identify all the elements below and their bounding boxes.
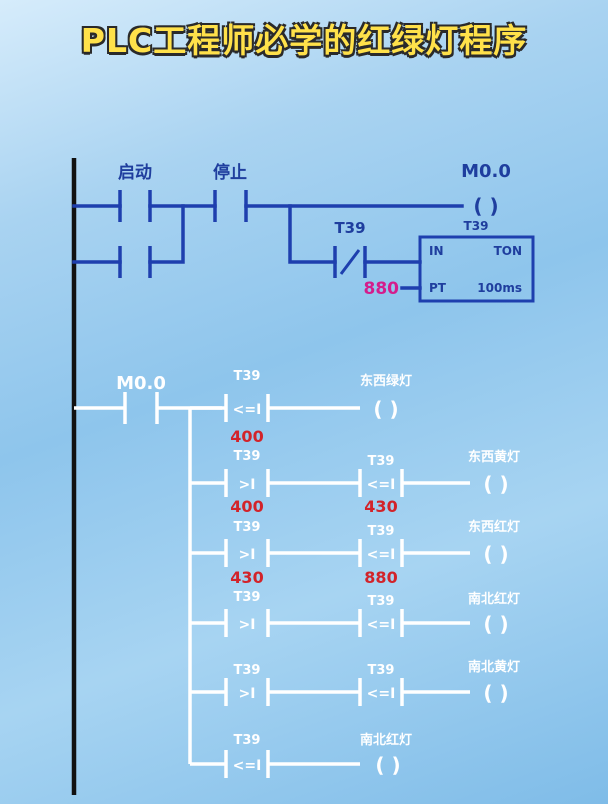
t39-contact-label: T39 <box>334 219 365 237</box>
latch-contact <box>118 246 152 278</box>
start-label: 启动 <box>118 162 152 183</box>
compare-op: <=I <box>233 402 262 418</box>
coil-label: 南北黄灯 <box>468 659 520 675</box>
timer-in-label: IN <box>429 244 444 258</box>
compare-contact-label: T39 <box>234 733 261 748</box>
branch-row: T39 <=I 400 东西绿灯 ( ) <box>190 369 412 446</box>
m00-contact-label: M0.0 <box>116 373 166 394</box>
output-coil: ( ) <box>483 612 508 636</box>
ton-timer-block <box>418 235 535 303</box>
compare-contact-label: T39 <box>368 594 395 609</box>
compare-op: >I <box>239 617 256 633</box>
rung-2: M0.0 T39 <=I 400 东西绿灯 ( ) <box>74 369 520 778</box>
compare-op: <=I <box>367 617 396 633</box>
compare-contact-label: T39 <box>234 590 261 605</box>
coil-m00: ( ) <box>473 194 498 218</box>
compare-contact-label: T39 <box>234 369 261 384</box>
output-coil: ( ) <box>373 397 398 421</box>
compare-contact-label: T39 <box>368 663 395 678</box>
coil-label: 东西绿灯 <box>360 373 412 389</box>
compare-op: >I <box>239 686 256 702</box>
compare-op: <=I <box>367 686 396 702</box>
output-coil: ( ) <box>483 542 508 566</box>
coil-label: 东西红灯 <box>468 519 520 535</box>
rung-1: 启动 停止 M0.0 ( ) T39 <box>72 161 535 303</box>
timer-type-label: TON <box>494 244 522 258</box>
branch-row: T39 >I T39 <=I 南北黄灯 ( ) <box>190 659 520 706</box>
branch-row: T39 >I 430 T39 <=I 880 东西红灯 ( ) <box>190 519 520 587</box>
branch-row: T39 <=I 南北红灯 ( ) <box>190 732 412 778</box>
branch-row: T39 >I T39 <=I 南北红灯 ( ) <box>190 590 520 637</box>
page-title: PLC工程师必学的红绿灯程序 <box>80 21 528 60</box>
timer-preset-value: 880 <box>364 279 400 299</box>
compare-value: 430 <box>364 497 397 516</box>
timer-pt-label: PT <box>429 281 447 295</box>
output-coil: ( ) <box>483 681 508 705</box>
timer-resolution: 100ms <box>477 281 522 295</box>
coil-label: 南北红灯 <box>360 732 412 748</box>
compare-op: >I <box>239 547 256 563</box>
compare-contact-label: T39 <box>368 524 395 539</box>
t39-nc-contact <box>333 246 367 278</box>
compare-op: <=I <box>367 547 396 563</box>
coil-label: 东西黄灯 <box>468 449 520 465</box>
latch-branch-wire <box>72 204 185 264</box>
stop-contact <box>213 190 248 222</box>
output-coil: ( ) <box>375 753 400 777</box>
coil-label: 南北红灯 <box>468 591 520 607</box>
timer-name: T39 <box>464 219 489 233</box>
branch-row: T39 >I 400 T39 <=I 430 东西黄灯 ( ) <box>190 449 520 516</box>
compare-op: >I <box>239 477 256 493</box>
stop-label: 停止 <box>213 162 247 183</box>
timer-branch-wire <box>288 204 422 264</box>
compare-value: 880 <box>364 568 397 587</box>
coil-m00-label: M0.0 <box>461 161 511 182</box>
compare-op: <=I <box>367 477 396 493</box>
m00-contact <box>123 392 159 424</box>
compare-contact-label: T39 <box>368 454 395 469</box>
start-contact <box>118 190 152 222</box>
compare-contact-label: T39 <box>234 449 261 464</box>
output-coil: ( ) <box>483 472 508 496</box>
compare-value: 400 <box>230 427 263 446</box>
compare-value: 400 <box>230 497 263 516</box>
compare-op: <=I <box>233 758 262 774</box>
compare-contact-label: T39 <box>234 663 261 678</box>
compare-value: 430 <box>230 568 263 587</box>
compare-contact-label: T39 <box>234 520 261 535</box>
